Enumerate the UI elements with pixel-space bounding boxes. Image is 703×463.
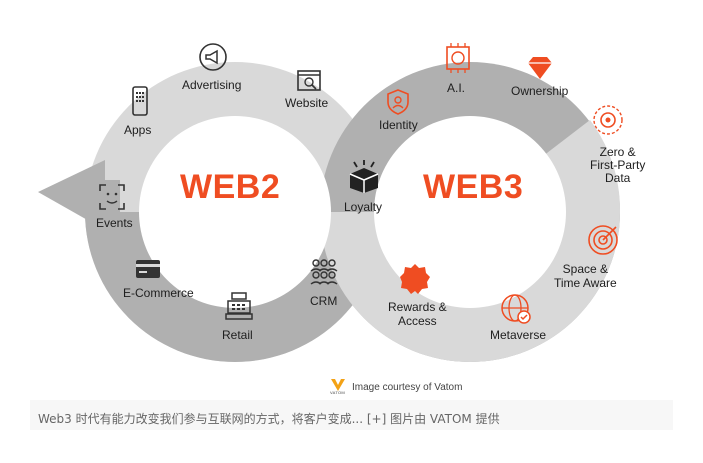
image-caption: Web3 时代有能力改变我们参与互联网的方式，将客户变成... [+] 图片由 …	[30, 400, 673, 430]
megaphone-icon	[199, 43, 227, 71]
ai-label: A.I.	[447, 81, 466, 95]
face-scan-icon	[99, 184, 125, 210]
web2-web3-infinity-diagram: WEB2 WEB3 Advertising Website Apps Event	[30, 20, 673, 400]
web2-title: WEB2	[180, 168, 281, 206]
people-group-icon	[310, 259, 338, 285]
web2-center	[139, 116, 331, 308]
website-icon	[297, 70, 321, 91]
advertising-label: Advertising	[182, 78, 242, 92]
ownership-label: Ownership	[511, 84, 569, 98]
shield-identity-icon	[387, 89, 409, 115]
web3-center	[374, 116, 566, 308]
apps-label: Apps	[124, 123, 152, 137]
website-label: Website	[285, 96, 329, 110]
ecommerce-label: E-Commerce	[123, 286, 194, 300]
web3-title: WEB3	[423, 168, 524, 206]
vatom-logo-icon	[331, 379, 345, 391]
metaverse-label: Metaverse	[490, 328, 547, 342]
rewards-badge-icon	[400, 264, 430, 294]
infinity-loop-graphic	[38, 62, 621, 362]
globe-check-icon	[501, 294, 531, 324]
events-label: Events	[96, 216, 133, 230]
identity-label: Identity	[379, 118, 418, 132]
smartphone-icon	[132, 86, 148, 116]
gear-data-icon	[593, 105, 623, 135]
target-icon	[588, 225, 618, 255]
image-credit-text: Image courtesy of Vatom	[352, 382, 463, 393]
web2-arrow-head	[38, 160, 105, 230]
zero-first-party-data-label: Zero & First-Party Data	[590, 145, 646, 185]
cash-register-icon	[225, 292, 253, 320]
space-time-aware-label: Space & Time Aware	[554, 262, 617, 290]
loyalty-label: Loyalty	[344, 200, 383, 214]
caption-text[interactable]: Web3 时代有能力改变我们参与互联网的方式，将客户变成... [+] 图片由 …	[38, 412, 500, 426]
gift-box-icon	[349, 160, 379, 193]
ai-chip-icon	[446, 43, 470, 73]
rewards-access-label: Rewards & Access	[388, 300, 447, 328]
vatom-brand: VATOM	[330, 390, 346, 395]
crm-label: CRM	[310, 294, 338, 308]
diamond-icon	[528, 57, 552, 79]
credit-card-icon	[136, 260, 160, 278]
retail-label: Retail	[222, 328, 253, 342]
